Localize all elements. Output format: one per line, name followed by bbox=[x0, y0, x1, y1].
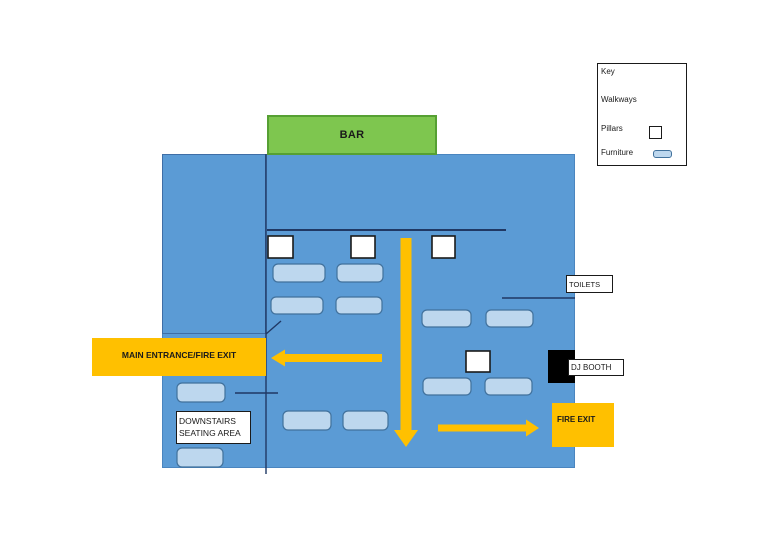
key-furniture-swatch-icon bbox=[653, 150, 672, 158]
downstairs-label-line2: SEATING AREA bbox=[179, 428, 241, 438]
downstairs-label-line1: DOWNSTAIRS bbox=[179, 416, 236, 426]
dj-booth-label: DJ BOOTH bbox=[571, 363, 612, 372]
key-title: Key bbox=[601, 67, 615, 76]
key-pillars-label: Pillars bbox=[601, 124, 623, 133]
main-entrance-label: MAIN ENTRANCE/FIRE EXIT bbox=[121, 350, 237, 360]
key-pillar-swatch-icon bbox=[649, 126, 662, 139]
toilets-label-box: TOILETS bbox=[566, 275, 613, 293]
legend-key-box: Key Walkways Pillars Furniture bbox=[597, 63, 687, 166]
fire-exit-box: FIRE EXIT bbox=[552, 403, 614, 447]
key-furniture-label: Furniture bbox=[601, 148, 634, 157]
downstairs-seating-label-box: DOWNSTAIRS SEATING AREA bbox=[176, 411, 251, 444]
bar-area: BAR bbox=[267, 115, 437, 155]
left-section-area bbox=[162, 154, 266, 334]
toilets-label: TOILETS bbox=[569, 279, 601, 289]
bar-label: BAR bbox=[339, 129, 365, 141]
dj-booth-label-box: DJ BOOTH bbox=[568, 359, 624, 376]
main-entrance-fire-exit-box: MAIN ENTRANCE/FIRE EXIT bbox=[92, 338, 266, 376]
key-walkways-label: Walkways bbox=[601, 95, 637, 104]
fire-exit-label: FIRE EXIT bbox=[557, 415, 596, 424]
